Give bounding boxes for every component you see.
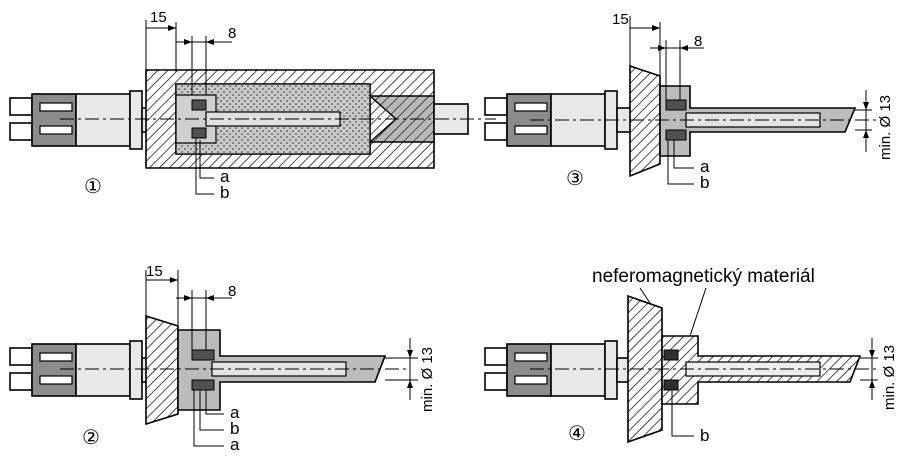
figure-number-1: ①	[84, 176, 102, 198]
mount-plate-4	[530, 294, 880, 444]
callout-a-3: a	[700, 157, 710, 176]
dimensions-4: min. Ø 13	[860, 338, 898, 410]
dim-8-label-3: 8	[694, 33, 702, 50]
figure-2: 15 8 min. Ø 13 a b a ②	[9, 263, 436, 454]
dimensions-2: 15 8 min. Ø 13	[145, 263, 436, 412]
callouts-3: a b	[667, 140, 710, 192]
callout-a-2: a	[230, 403, 240, 422]
dim-8-label: 8	[228, 25, 236, 42]
callouts-2: a b a	[193, 390, 240, 454]
sensor-1	[9, 90, 169, 150]
dim-min-d13-label-2: min. Ø 13	[419, 347, 436, 412]
figure-4: neferomagnetický materiál	[484, 266, 898, 445]
callout-a-2-second: a	[230, 435, 240, 452]
dimensions-1: 15 8	[145, 9, 236, 95]
dim-8-label-2: 8	[228, 283, 236, 300]
dimensions-3: 15 8 min. Ø 13	[612, 11, 894, 160]
material-label: neferomagnetický materiál	[592, 266, 815, 287]
mount-plate-3	[530, 64, 880, 178]
callout-a: a	[220, 167, 230, 186]
dim-15-label-2: 15	[146, 263, 163, 280]
dim-15-label-3: 15	[612, 11, 629, 28]
callouts-4: b	[671, 390, 709, 445]
sensor-3	[484, 90, 634, 150]
dim-15-label: 15	[150, 9, 167, 26]
figure-number-3: ③	[566, 168, 584, 190]
figure-number-2: ②	[82, 427, 100, 449]
sensor-4	[484, 340, 632, 400]
callout-b: b	[220, 183, 229, 202]
callouts-1: a b	[195, 138, 230, 202]
callout-b-3: b	[700, 173, 709, 192]
dim-min-d13-label-4: min. Ø 13	[881, 345, 898, 410]
figure-3: 15 8 min. Ø 13 a b ③	[484, 11, 894, 192]
callout-b-4: b	[700, 426, 709, 445]
mount-plate-2	[60, 314, 408, 426]
figure-1: 15 8 a b ①	[9, 9, 496, 202]
dim-min-d13-label-3: min. Ø 13	[877, 95, 894, 160]
housing-1	[60, 69, 496, 169]
sensor-2	[9, 340, 165, 400]
callout-b-2: b	[230, 419, 239, 438]
figure-number-4: ④	[568, 423, 586, 445]
